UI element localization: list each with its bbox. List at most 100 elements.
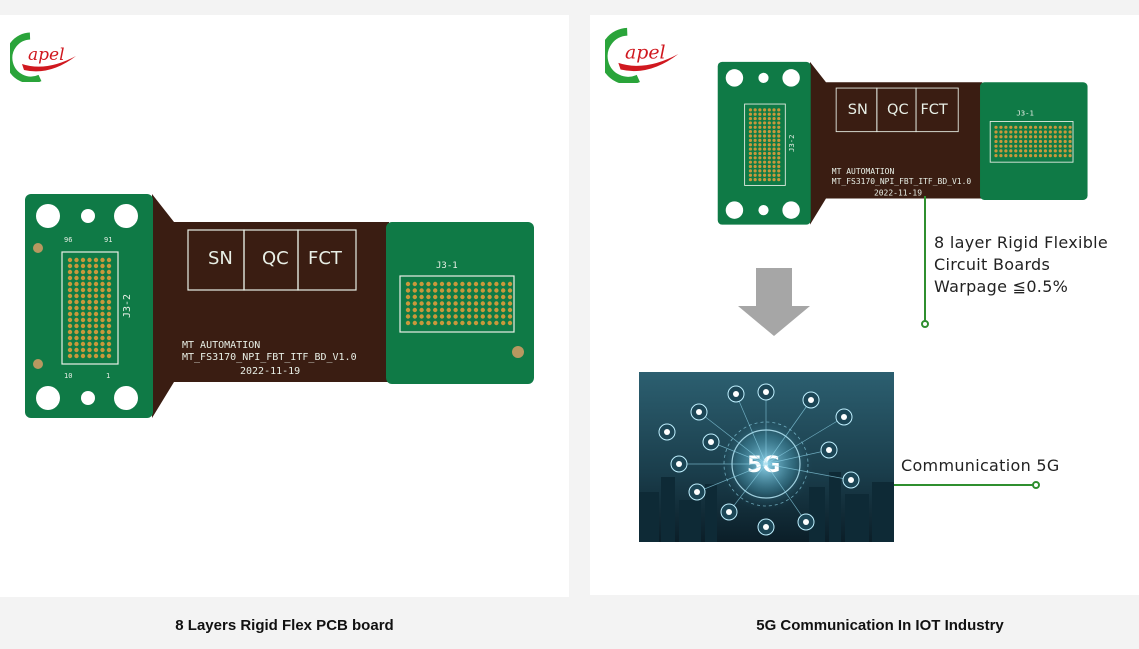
annotation-board-spec: 8 layer Rigid Flexible Circuit Boards Wa… (934, 232, 1134, 298)
gold-pad (100, 263, 105, 269)
gold-pad (106, 353, 112, 359)
gold-pad (507, 320, 513, 326)
gold-pad (767, 130, 771, 134)
gold-pad (1068, 144, 1072, 148)
gold-pad (106, 299, 112, 305)
gold-pad (67, 293, 73, 299)
gold-pad (412, 314, 417, 319)
gold-pad (67, 263, 73, 269)
gold-pad (419, 307, 424, 313)
gold-pad (80, 281, 86, 287)
box-fct: FCT (308, 248, 343, 269)
gold-pad (507, 294, 513, 300)
gold-pad (74, 257, 79, 263)
gold-pad (772, 164, 776, 169)
gold-pad (100, 341, 105, 347)
gold-pad (772, 156, 776, 160)
gold-pad (80, 305, 86, 311)
gold-pad (453, 301, 458, 306)
gold-pad (748, 147, 753, 151)
gold-pad (480, 294, 485, 300)
gold-pad (74, 287, 79, 293)
node-dot (733, 391, 739, 397)
gold-pad (772, 134, 776, 138)
gold-pad (748, 138, 753, 142)
gold-pad (758, 156, 762, 160)
gold-pad (480, 281, 485, 287)
silk-date: 2022-11-19 (240, 366, 300, 377)
gold-pad (1014, 125, 1018, 129)
gold-pad (501, 288, 506, 293)
connector-label-j3-2: J3-2 (787, 135, 796, 152)
gold-pad (74, 269, 79, 275)
gold-pad (748, 116, 753, 121)
gold-pad (439, 281, 445, 287)
gold-pad (748, 164, 753, 169)
gold-pad (460, 307, 465, 313)
gold-pad (412, 320, 417, 326)
gold-pad (1053, 149, 1057, 153)
gold-pad (446, 314, 451, 319)
gold-pad (1058, 130, 1062, 134)
gold-pad (412, 307, 417, 313)
gold-pad (777, 112, 781, 116)
gold-pad (74, 335, 79, 341)
gold-pad (1068, 154, 1072, 158)
gold-pad (1014, 139, 1018, 144)
gold-pad (748, 173, 753, 177)
gold-pad (494, 314, 499, 319)
gold-pad (777, 164, 781, 169)
gold-pad (1019, 144, 1023, 148)
gold-pad (473, 307, 479, 313)
gold-pad (412, 301, 417, 306)
gold-pad (74, 263, 79, 269)
gold-pad (106, 311, 112, 317)
node-dot (708, 439, 714, 445)
gold-pad (100, 311, 105, 317)
gold-pad (1038, 130, 1043, 134)
gold-pad (1053, 139, 1057, 144)
gold-pad (772, 125, 776, 129)
gold-pad (67, 287, 73, 293)
gold-pad (412, 288, 417, 293)
gold-pad (487, 301, 492, 306)
gold-pad (473, 288, 479, 293)
gold-pad (1048, 135, 1052, 139)
gold-pad (405, 307, 411, 313)
gold-pad (460, 281, 465, 287)
gold-pad (419, 320, 424, 326)
gold-pad (1028, 130, 1033, 134)
gold-pad (1028, 135, 1033, 139)
gold-pad (767, 178, 771, 182)
gold-pad (1028, 154, 1033, 158)
gold-pad (762, 156, 767, 160)
gold-pad (439, 314, 445, 319)
gold-pad (480, 320, 485, 326)
gold-pad (1038, 125, 1043, 129)
gold-pad (74, 305, 79, 311)
connector-label-j3-1: J3-1 (1016, 109, 1033, 118)
gold-pad (433, 314, 438, 319)
gold-pad (100, 275, 105, 281)
gold-pad (80, 299, 86, 305)
gold-pad (753, 164, 757, 169)
gold-pad (1063, 144, 1067, 148)
gold-pad (487, 314, 492, 319)
node-dot (696, 409, 702, 415)
gold-pad (994, 149, 998, 153)
gold-pad (1028, 139, 1033, 144)
gold-pad (994, 125, 998, 129)
gold-pad (100, 347, 105, 353)
box-qc: QC (262, 248, 289, 269)
gold-pad (772, 147, 776, 151)
gold-pad (93, 341, 99, 347)
gold-pad (426, 320, 431, 326)
gold-pad (1028, 144, 1033, 148)
gold-pad (1009, 144, 1013, 148)
gold-pad (453, 314, 458, 319)
gold-pad (67, 353, 73, 359)
gold-pad (106, 335, 112, 341)
gold-pad (758, 169, 762, 173)
gold-pad (67, 347, 73, 353)
gold-pad (1048, 125, 1052, 129)
